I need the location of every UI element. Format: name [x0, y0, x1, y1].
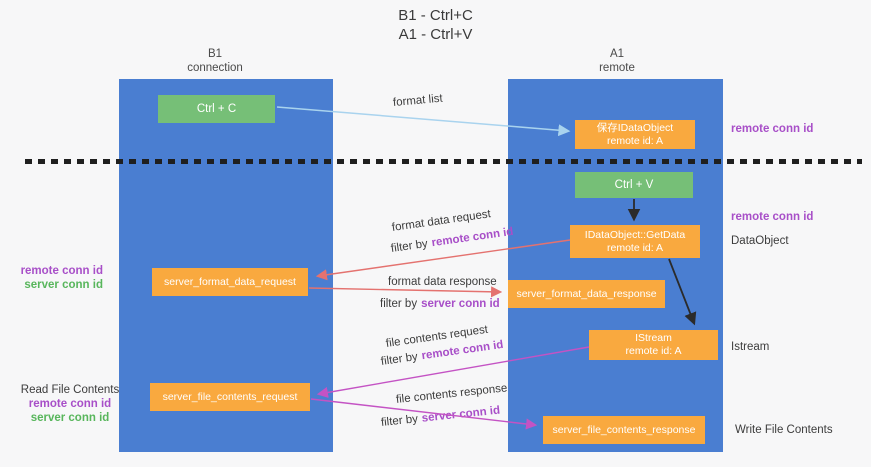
ctrl-v-box: Ctrl + V: [575, 172, 693, 198]
server-conn-id-text: server conn id: [421, 404, 501, 425]
server-conn-id-text: server conn id: [421, 298, 500, 310]
left-lane-header: B1 connection: [155, 47, 275, 75]
getdata-line2: remote id: A: [606, 241, 664, 254]
right-lane-role: remote: [599, 62, 635, 74]
left-mid-server-conn-id: server conn id: [24, 279, 103, 291]
remote-conn-id-text: remote conn id: [430, 225, 515, 250]
ctrl-c-label: Ctrl + C: [196, 102, 237, 115]
left-bottom-remote-conn-id: remote conn id: [28, 398, 112, 410]
format-list-label: format list: [392, 92, 444, 109]
server-format-data-response-box: server_format_data_response: [508, 280, 665, 308]
getdata-line1: IDataObject::GetData: [584, 228, 686, 241]
server-format-data-request-label: server_format_data_request: [164, 275, 296, 288]
diagram-title: B1 - Ctrl+C A1 - Ctrl+V: [0, 6, 871, 44]
filter-by-text: filter by: [380, 350, 419, 368]
title-line-2: A1 - Ctrl+V: [398, 26, 473, 43]
right-istream-label: Istream: [731, 341, 770, 353]
right-write-file-contents-label: Write File Contents: [735, 424, 833, 436]
right-dataobject-label: DataObject: [731, 235, 789, 247]
filter-by-text: filter by: [390, 237, 429, 255]
istream-line2: remote id: A: [625, 345, 682, 357]
filter-by-text: filter by: [380, 298, 418, 310]
right-lane-header: A1 remote: [555, 47, 679, 75]
file-contents-response-label: file contents response: [395, 382, 508, 406]
istream-box: IStream remote id: A: [589, 330, 718, 360]
left-bottom-labels: Read File Contents remote conn id server…: [20, 383, 120, 425]
server-file-contents-request-box: server_file_contents_request: [150, 383, 310, 411]
left-mid-remote-conn-id: remote conn id: [20, 265, 103, 277]
format-data-response-label: format data response: [388, 276, 497, 288]
dashed-separator: [25, 159, 862, 164]
ctrl-c-box: Ctrl + C: [158, 95, 275, 123]
server-file-contents-response-box: server_file_contents_response: [543, 416, 705, 444]
format-data-response-arrow: [308, 286, 503, 298]
right-mid-remote-conn-id: remote conn id: [731, 211, 814, 223]
server-file-contents-request-label: server_file_contents_request: [162, 390, 298, 403]
server-format-data-response-label: server_format_data_response: [516, 287, 657, 300]
right-lane-name: A1: [609, 48, 625, 60]
filter-by-text: filter by: [380, 413, 419, 429]
title-line-1: B1 - Ctrl+C: [398, 7, 473, 24]
save-dataobject-line2: remote id: A: [606, 134, 664, 147]
left-mid-labels: remote conn id server conn id: [13, 264, 103, 292]
istream-line1: IStream: [635, 332, 672, 344]
left-lane-role: connection: [187, 62, 243, 74]
server-format-data-request-box: server_format_data_request: [152, 268, 308, 296]
ctrl-v-label: Ctrl + V: [614, 178, 654, 191]
save-dataobject-line1: 保存IDataObject: [596, 121, 674, 134]
read-file-contents-label: Read File Contents: [20, 384, 120, 396]
getdata-box: IDataObject::GetData remote id: A: [570, 225, 700, 258]
save-dataobject-box: 保存IDataObject remote id: A: [575, 120, 695, 149]
right-top-remote-conn-id: remote conn id: [731, 123, 814, 135]
server-file-contents-response-label: server_file_contents_response: [552, 423, 696, 436]
left-bottom-server-conn-id: server conn id: [30, 412, 110, 424]
left-lane-name: B1: [207, 48, 223, 60]
